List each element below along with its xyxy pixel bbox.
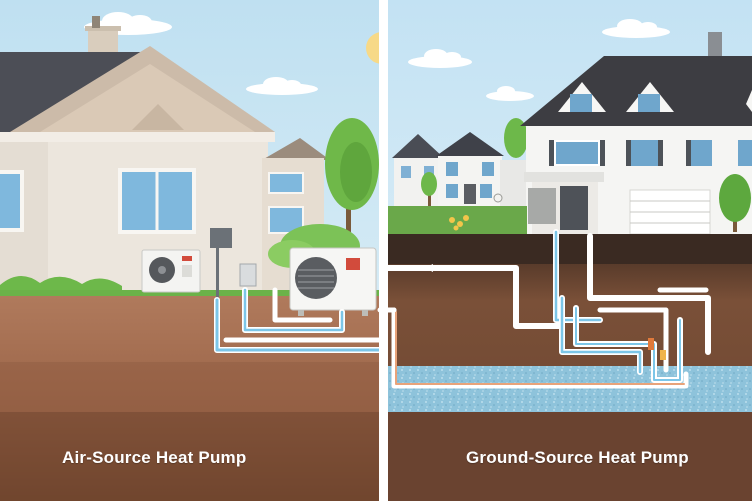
left-piping [214, 287, 383, 353]
tree-icon [325, 118, 379, 255]
garage-unit [528, 188, 556, 224]
cloud-icon [408, 49, 472, 68]
valve-icon [493, 193, 666, 360]
topsoil [387, 234, 752, 264]
cloud-icon [486, 86, 534, 101]
left-lawn [0, 290, 380, 298]
fan-icon [295, 257, 337, 299]
flower-icon [449, 215, 469, 231]
soil-layer [0, 362, 380, 412]
right-piping [377, 229, 711, 389]
tree-icon [421, 172, 437, 208]
electric-box [210, 228, 232, 248]
left-panel [0, 0, 398, 501]
tree-icon [504, 118, 528, 158]
groundwater-layer [387, 366, 752, 412]
bedrock-layer [387, 412, 752, 501]
ground-source-caption: Ground-Source Heat Pump [466, 448, 689, 467]
tree-icon [719, 174, 751, 232]
air-source-unit-small [141, 249, 201, 293]
soil-layer [0, 412, 380, 501]
flow-arrow-icon [425, 264, 433, 272]
right-panel [377, 0, 752, 501]
meter [239, 263, 257, 287]
right-house [520, 32, 752, 235]
background-houses [392, 132, 528, 208]
cloud-icon [246, 77, 318, 95]
cloud-icon [602, 19, 670, 38]
panel-divider [379, 0, 388, 501]
conduit [216, 248, 219, 308]
hedge [0, 275, 122, 292]
right-lawn [387, 206, 527, 236]
air-source-unit-large [289, 247, 377, 316]
air-source-caption: Air-Source Heat Pump [62, 448, 247, 467]
